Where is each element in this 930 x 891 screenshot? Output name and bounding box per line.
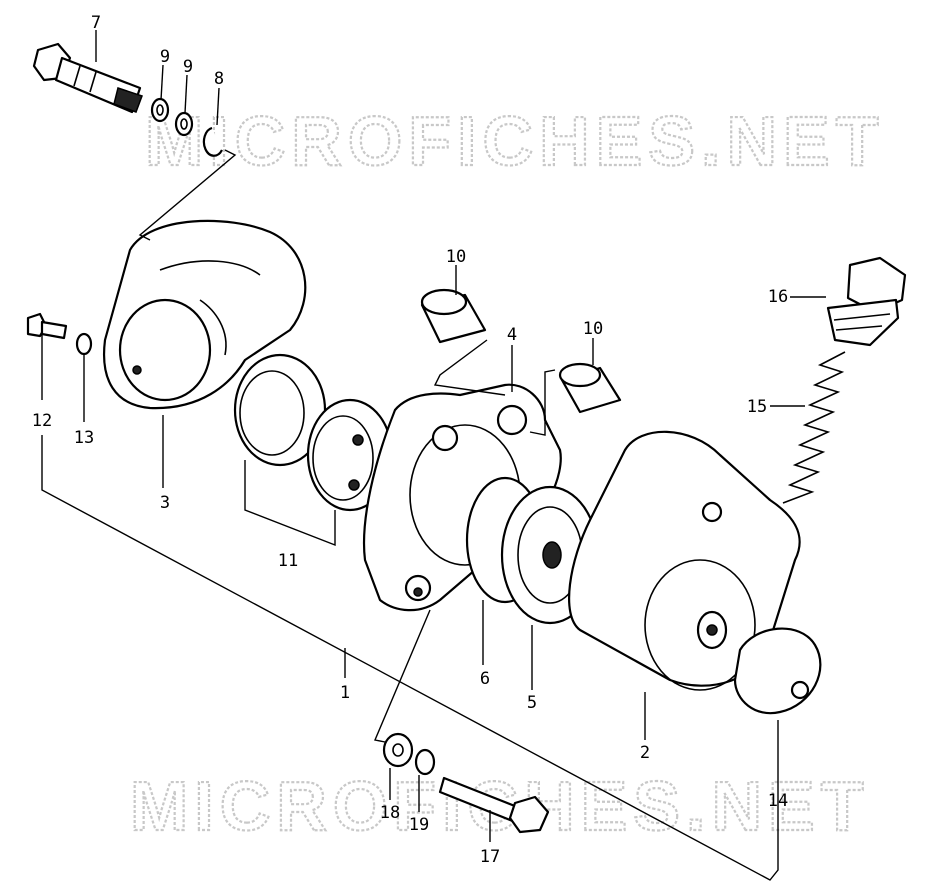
callout-19: 19 bbox=[409, 815, 429, 835]
part-1-caliper-body bbox=[362, 383, 562, 612]
part-15-spring bbox=[782, 351, 846, 504]
callout-16: 16 bbox=[768, 287, 788, 307]
callout-18: 18 bbox=[380, 803, 400, 823]
part-3-caliper-cover bbox=[103, 219, 307, 410]
part-7-banjo-bolt bbox=[32, 42, 143, 114]
callout-12: 12 bbox=[32, 411, 52, 431]
part-12-bolt bbox=[26, 312, 68, 340]
callout-5: 5 bbox=[527, 693, 537, 713]
part-14-cap bbox=[733, 627, 822, 715]
callout-9b: 9 bbox=[183, 57, 193, 77]
callout-6: 6 bbox=[480, 669, 490, 689]
callout-4: 4 bbox=[507, 325, 517, 345]
part-13-washer bbox=[75, 332, 93, 356]
callout-15: 15 bbox=[747, 397, 767, 417]
part-18-washer bbox=[382, 732, 414, 768]
part-11-pistons bbox=[233, 353, 394, 512]
callout-11: 11 bbox=[278, 551, 298, 571]
leader-lines bbox=[41, 30, 826, 881]
callout-17: 17 bbox=[480, 847, 500, 867]
part-10-bushings bbox=[420, 288, 622, 414]
part-8-clip bbox=[202, 126, 223, 157]
callout-10b: 10 bbox=[583, 319, 603, 339]
callout-3: 3 bbox=[160, 493, 170, 513]
part-19-washer bbox=[414, 748, 436, 776]
callout-2: 2 bbox=[640, 743, 650, 763]
watermark-top: MICROFICHES.NET bbox=[145, 102, 884, 180]
callout-10a: 10 bbox=[446, 247, 466, 267]
callout-1: 1 bbox=[340, 683, 350, 703]
callout-13: 13 bbox=[74, 428, 94, 448]
callout-labels: 7 9 9 8 10 4 10 16 15 12 13 3 11 1 6 5 2… bbox=[32, 13, 788, 867]
callout-7: 7 bbox=[91, 13, 101, 33]
callout-9a: 9 bbox=[160, 47, 170, 67]
callout-14: 14 bbox=[768, 791, 788, 811]
part-17-bolt bbox=[438, 776, 550, 834]
callout-8: 8 bbox=[214, 69, 224, 89]
part-9-washers bbox=[150, 97, 194, 137]
part-16-adjuster bbox=[826, 256, 907, 347]
